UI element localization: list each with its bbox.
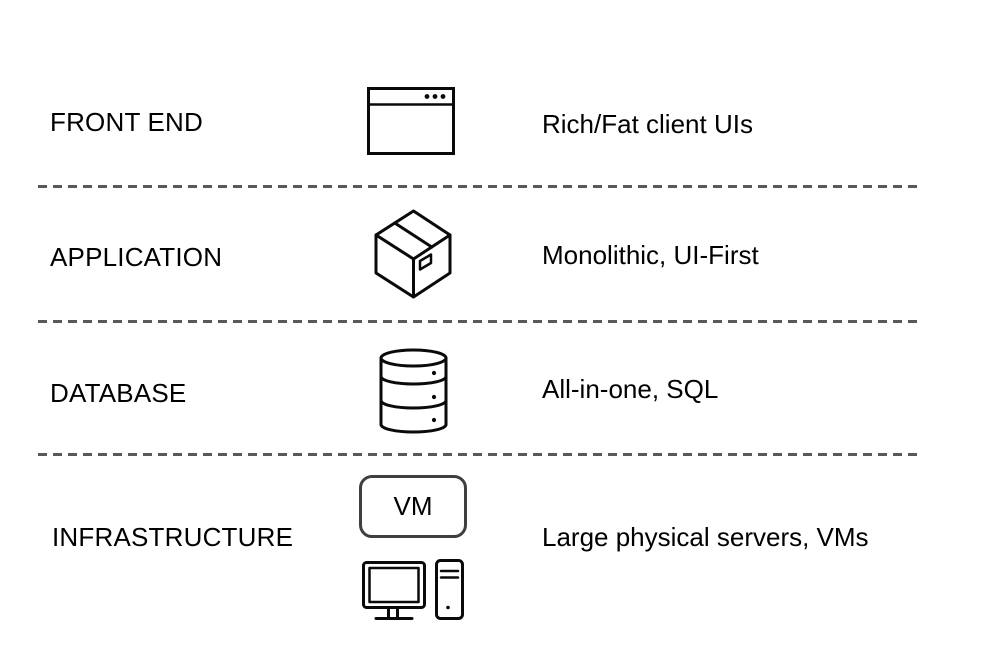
layer-description-infrastructure: Large physical servers, VMs: [542, 522, 869, 552]
layer-description-database: All-in-one, SQL: [542, 374, 719, 404]
row-separator-2: [38, 320, 923, 323]
row-separator-3: [38, 453, 923, 456]
row-separator-1: [38, 185, 923, 188]
layer-label-infrastructure: INFRASTRUCTURE: [52, 522, 294, 552]
browser-window-icon: [367, 87, 455, 155]
layer-label-front-end: FRONT END: [50, 107, 203, 137]
database-cylinder-icon: [379, 348, 448, 436]
layer-description-front-end: Rich/Fat client UIs: [542, 109, 753, 139]
vm-badge-label: VM: [393, 491, 433, 521]
vm-badge: VM: [359, 475, 467, 538]
layer-label-application: APPLICATION: [50, 242, 223, 272]
package-box-icon: [374, 209, 452, 299]
layer-label-database: DATABASE: [50, 378, 187, 408]
layer-description-application: Monolithic, UI-First: [542, 240, 759, 270]
desktop-computer-icon: [360, 556, 466, 624]
